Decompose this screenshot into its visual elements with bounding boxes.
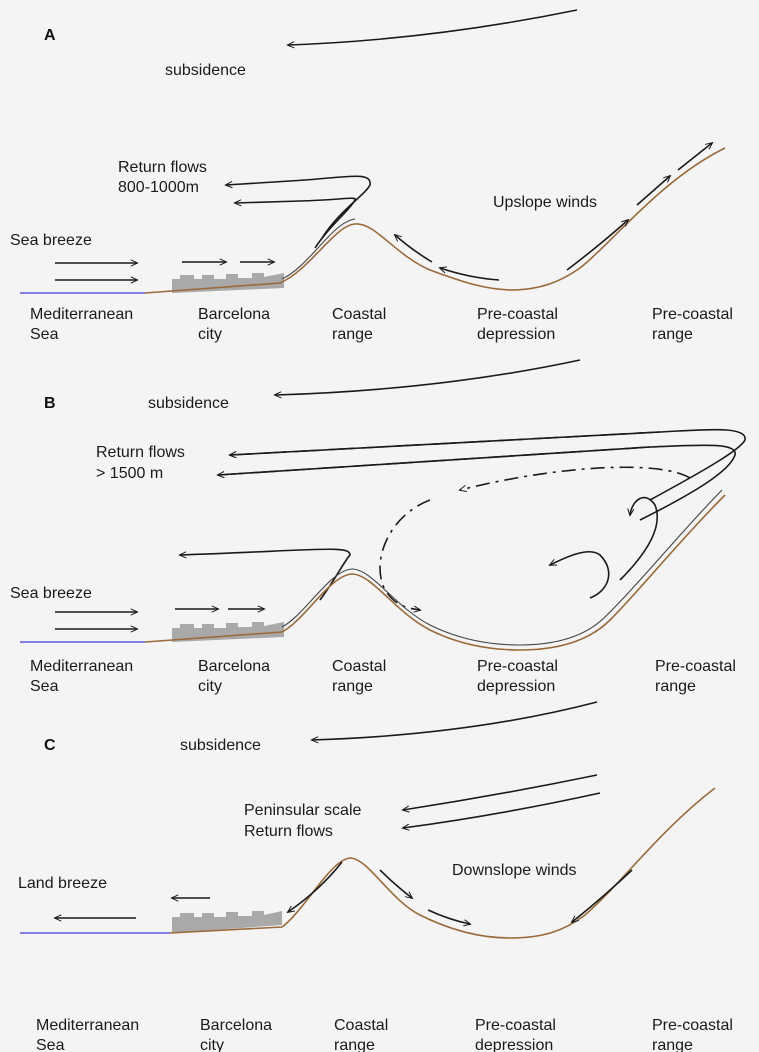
place-label: Sea xyxy=(30,326,59,343)
return-flow-arrow-lower xyxy=(218,445,735,520)
place-label: range xyxy=(652,326,693,343)
return-flow-arrow-upper xyxy=(226,176,370,238)
place-label: Mediterranean xyxy=(30,306,133,323)
panel-c: C subsidence Peninsular scale Return flo… xyxy=(18,702,733,1052)
peninsular-return-arrow xyxy=(403,775,597,810)
return-flow-arrow-lower xyxy=(235,198,355,248)
place-label: Coastal xyxy=(332,306,386,323)
upslope-winds-label: Upslope winds xyxy=(493,194,597,211)
subsidence-label: subsidence xyxy=(165,62,246,79)
upslope-arrow xyxy=(567,220,628,270)
subsidence-label: subsidence xyxy=(148,395,229,412)
place-label: range xyxy=(332,326,373,343)
subsidence-arrow xyxy=(275,360,580,395)
panel-a: A subsidence Return flows 800-1000m Sea … xyxy=(10,10,733,343)
place-label: Coastal xyxy=(334,1017,388,1034)
place-label: Pre-coastal xyxy=(477,306,558,323)
place-label: depression xyxy=(477,678,555,695)
place-label: range xyxy=(332,678,373,695)
peninsular-return-arrow xyxy=(403,793,600,828)
terrain-profile xyxy=(145,148,725,293)
return-flows-label: Return flows xyxy=(96,444,185,461)
subsidence-arrow xyxy=(288,10,577,45)
slope-wind-arrow xyxy=(440,268,499,280)
place-label: Barcelona xyxy=(198,306,270,323)
place-label: range xyxy=(655,678,696,695)
terrain-edge xyxy=(282,490,722,645)
place-label: range xyxy=(652,1037,693,1052)
place-label: Sea xyxy=(30,678,59,695)
downslope-winds-label: Downslope winds xyxy=(452,862,577,879)
upslope-arrow xyxy=(637,176,670,205)
place-label: depression xyxy=(477,326,555,343)
peninsular-return-label: Peninsular scale xyxy=(244,802,362,819)
return-flows-height: > 1500 m xyxy=(96,465,163,482)
downslope-arrow xyxy=(380,870,412,898)
panel-b: B subsidence Return flows > 1500 m Sea b… xyxy=(10,360,745,695)
panel-label-c: C xyxy=(44,737,56,754)
return-flows-label: Return flows xyxy=(118,159,207,176)
place-label: depression xyxy=(475,1037,553,1052)
sea-breeze-label: Sea breeze xyxy=(10,585,92,602)
place-label: Pre-coastal xyxy=(655,658,736,675)
place-label: city xyxy=(198,678,222,695)
subsidence-arrow xyxy=(312,702,597,740)
place-label: range xyxy=(334,1037,375,1052)
panel-label-a: A xyxy=(44,27,56,44)
place-label: city xyxy=(200,1037,224,1052)
return-flow-arrow-upper xyxy=(230,430,745,500)
downslope-arrow xyxy=(288,862,342,912)
place-label: Pre-coastal xyxy=(652,1017,733,1034)
place-label: Pre-coastal xyxy=(652,306,733,323)
subsidence-label: subsidence xyxy=(180,737,261,754)
place-label: Pre-coastal xyxy=(475,1017,556,1034)
slope-wind-arrow xyxy=(395,235,432,262)
place-label: Pre-coastal xyxy=(477,658,558,675)
place-label: Mediterranean xyxy=(36,1017,139,1034)
sea-breeze-label: Sea breeze xyxy=(10,232,92,249)
place-label: Barcelona xyxy=(200,1017,272,1034)
panel-label-b: B xyxy=(44,395,56,412)
place-label: Sea xyxy=(36,1037,65,1052)
place-label: Barcelona xyxy=(198,658,270,675)
circulation-loop-arrow xyxy=(550,552,609,598)
place-label: Mediterranean xyxy=(30,658,133,675)
circulation-cell-arrow xyxy=(380,500,430,610)
return-flows-height: 800-1000m xyxy=(118,179,199,196)
circulation-cell-arrow xyxy=(460,467,690,490)
place-label: city xyxy=(198,326,222,343)
place-label: Coastal xyxy=(332,658,386,675)
downslope-arrow xyxy=(572,870,632,922)
land-breeze-label: Land breeze xyxy=(18,875,107,892)
peninsular-return-label: Return flows xyxy=(244,823,333,840)
